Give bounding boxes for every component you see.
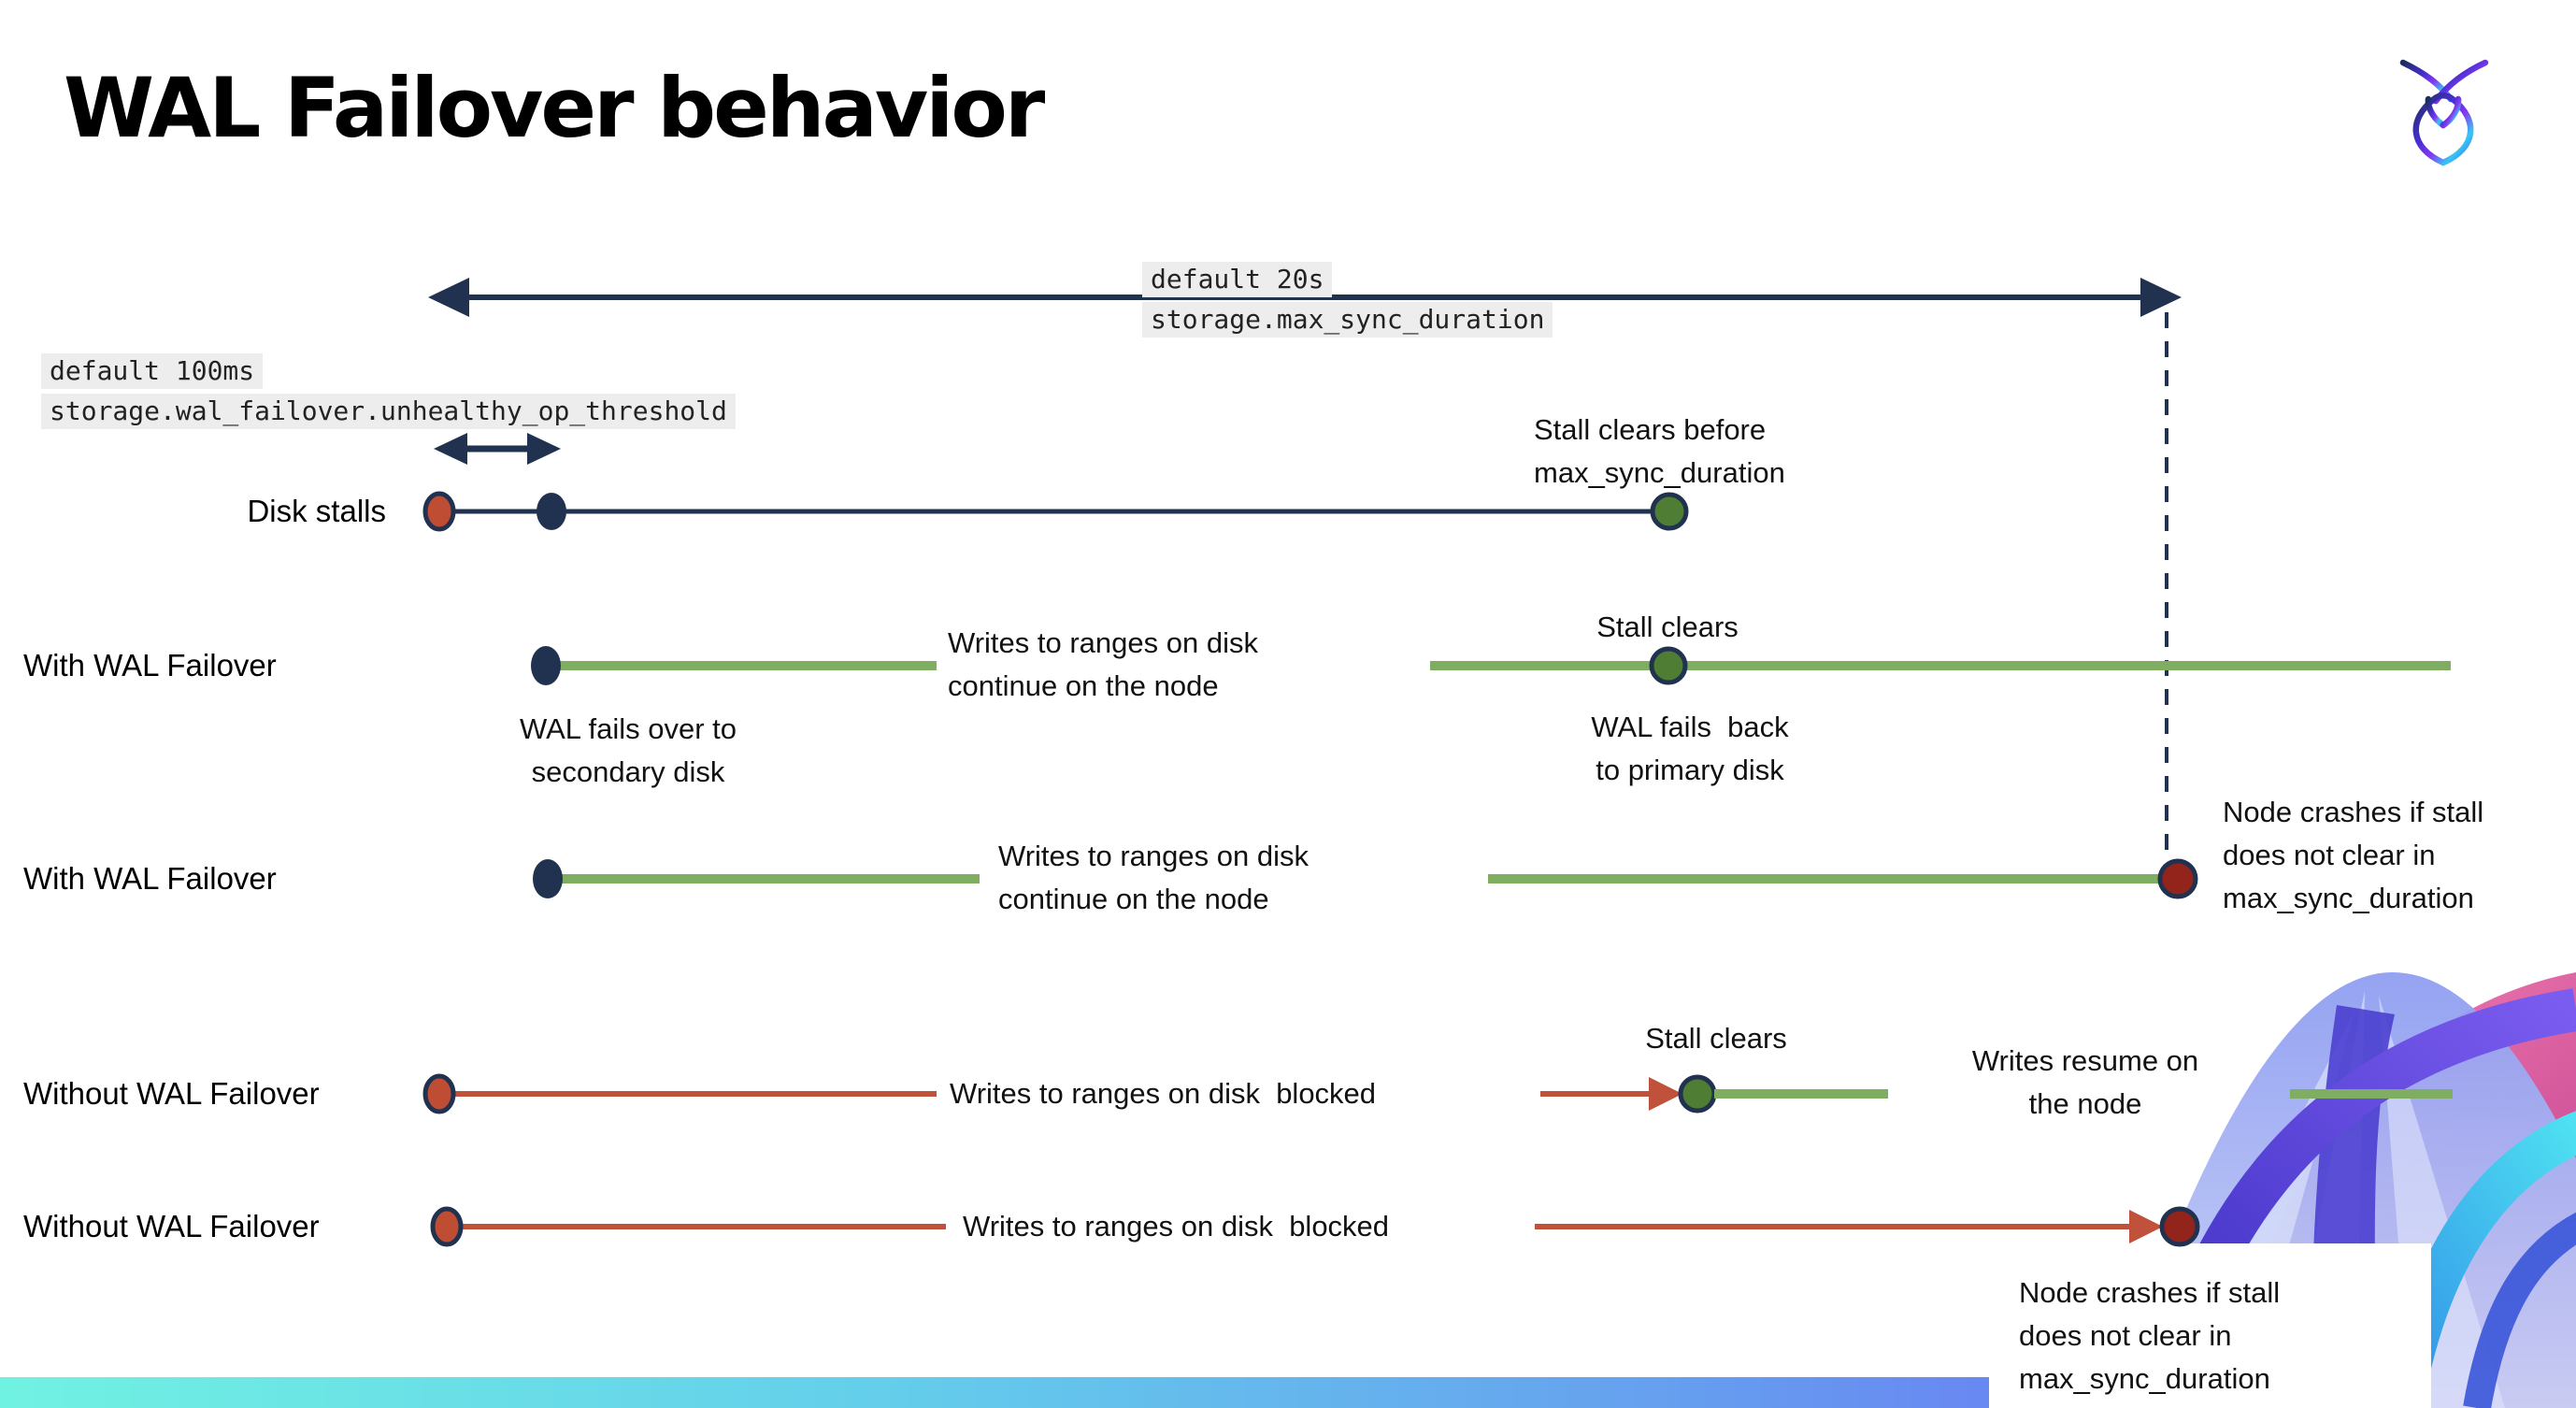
page-title: WAL Failover behavior [64, 60, 1045, 156]
setting-label-max-sync-duration: default 20s storage.max_sync_duration [1142, 262, 1553, 338]
setting-name: storage.wal_failover.unhealthy_op_thresh… [41, 394, 736, 429]
annotation-node-crashes-1: Node crashes if stall does not clear in … [2223, 796, 2484, 914]
setting-default-value: default 100ms [41, 353, 264, 389]
row-label-disk-stalls: Disk stalls [247, 494, 386, 528]
stall-clears-dot [1650, 492, 1689, 531]
row-with-wal-failover-1-timeline [531, 646, 2451, 685]
annotation-stall-clears-1: Stall clears [1596, 611, 1739, 643]
note-box [1989, 1243, 2431, 1408]
setting-default-value: default 20s [1142, 262, 1333, 297]
blocked-arrowhead [1649, 1077, 1682, 1111]
row-disk-stalls-timeline [422, 491, 1689, 532]
node-crash-dot [2159, 1206, 2200, 1247]
cockroachdb-logo-icon [2399, 59, 2489, 166]
annotation-writes-blocked-1: Writes to ranges on disk blocked [950, 1077, 1377, 1110]
row-label-with-wal-failover-2: With WAL Failover [23, 861, 277, 896]
annotation-writes-continue-2: Writes to ranges on disk continue on the… [998, 840, 1309, 915]
annotation-stall-clears-before: Stall clears before max_sync_duration [1534, 413, 1785, 489]
blocked-arrowhead [2129, 1210, 2163, 1243]
annotation-writes-resume: Writes resume on the node [1971, 1044, 2199, 1120]
node-crash-dot [2157, 858, 2198, 899]
stall-clears-dot [1678, 1074, 1717, 1113]
annotation-wal-fails-back: WAL fails back to primary disk [1591, 711, 1789, 786]
stall-start-dot [422, 1073, 456, 1114]
failover-threshold-dot [537, 493, 566, 530]
row-label-with-wal-failover-1: With WAL Failover [23, 648, 277, 682]
annotation-writes-blocked-2: Writes to ranges on disk blocked [963, 1210, 1390, 1243]
unhealthy-op-threshold-arrow [434, 433, 561, 465]
row-with-wal-failover-2-timeline [533, 858, 2198, 899]
stall-clears-dot [1649, 646, 1688, 685]
annotation-stall-clears-2: Stall clears [1645, 1022, 1787, 1055]
setting-label-unhealthy-op-threshold: default 100ms storage.wal_failover.unhea… [41, 353, 736, 429]
setting-name: storage.max_sync_duration [1142, 302, 1553, 338]
annotation-node-crashes-2: Node crashes if stall does not clear in … [2019, 1276, 2281, 1395]
annotation-wal-fails-over: WAL fails over to secondary disk [519, 712, 737, 788]
stall-start-dot [422, 491, 456, 532]
wal-failover-dot [531, 646, 561, 685]
annotation-writes-continue-1: Writes to ranges on disk continue on the… [948, 626, 1258, 702]
stall-start-dot [430, 1206, 464, 1247]
row-label-without-wal-failover-2: Without WAL Failover [23, 1209, 320, 1243]
wal-failover-dot [533, 859, 563, 898]
row-label-without-wal-failover-1: Without WAL Failover [23, 1076, 320, 1111]
